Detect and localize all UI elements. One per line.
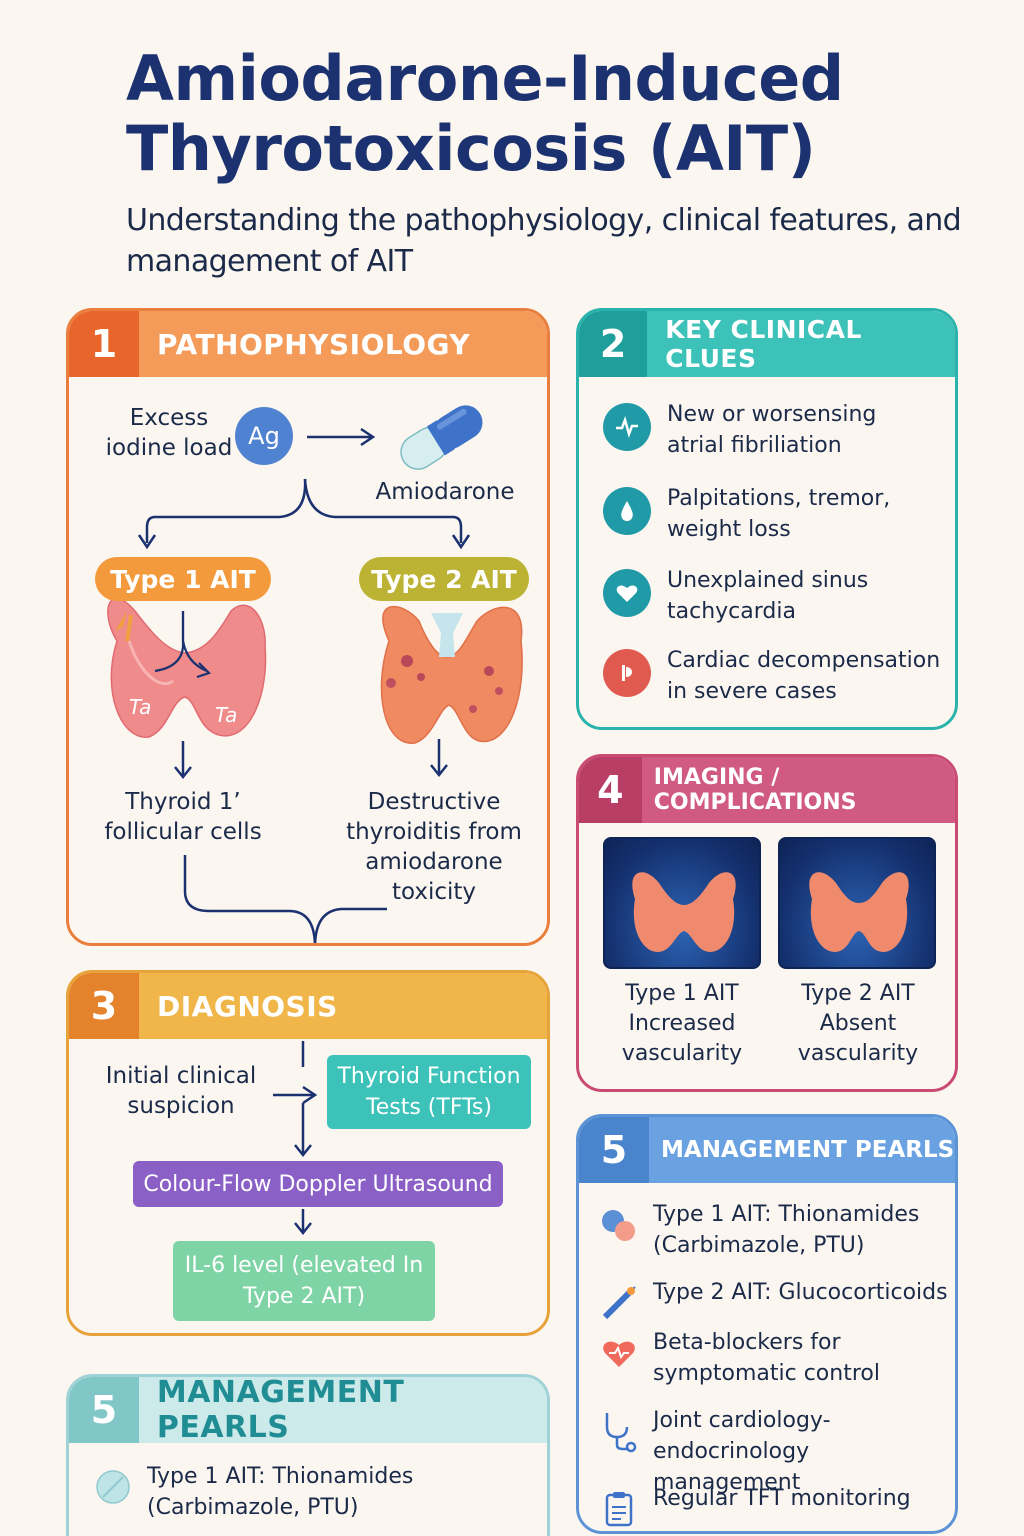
drop-icon: [603, 487, 651, 535]
imaging-desc: Absent vascularity: [797, 1011, 919, 1066]
card-number: 5: [69, 1377, 139, 1443]
card-title: DIAGNOSIS: [157, 989, 338, 1023]
type1-thyroid-gland: [107, 597, 267, 738]
card-title: MANAGEMENT PEARLS: [156, 1375, 405, 1445]
pathophysiology-header: 1 PATHOPHYSIOLOGY: [69, 311, 547, 377]
card-number: 3: [69, 973, 139, 1039]
type2-thyroid-gland: [380, 605, 523, 744]
card-title: PATHOPHYSIOLOGY: [157, 327, 471, 361]
management-text: Type 1 AIT: Thionamides (Carbimazole, PT…: [147, 1464, 414, 1520]
gland-label-right: Ta: [215, 703, 238, 727]
imaging-type: Type 2 AIT: [801, 981, 915, 1006]
syringe-icon: [599, 1283, 639, 1323]
imaging-type: Type 1 AIT: [625, 981, 739, 1006]
tft-box: Thyroid Function Tests (TFTs): [327, 1055, 531, 1129]
management-text: Type 1 AIT: Thionamides (Carbimazole, PT…: [653, 1202, 920, 1258]
management-header: 5 MANAGEMENT PEARLS: [69, 1375, 547, 1445]
page-subtitle: Understanding the pathophysiology, clini…: [126, 203, 962, 279]
clipboard-icon: [599, 1489, 639, 1529]
clue-text: Cardiac decompensation in severe cases: [667, 648, 941, 704]
management-item: Type 2 AIT: Glucocorticoids: [599, 1277, 953, 1323]
page-title: Amiodarone-Induced Thyrotoxicosis (AIT): [126, 42, 844, 185]
clue-item: Palpitations, tremor, weight loss: [603, 483, 937, 545]
type2-ait-pill: Type 2 AIT: [359, 557, 529, 601]
management-header: 5 MANAGEMENT PEARLS: [579, 1117, 955, 1183]
diagnosis-flow-arrows: [273, 1041, 318, 1236]
card-title: KEY CLINICAL CLUES: [665, 315, 862, 373]
management-text: Beta-blockers for symptomatic control: [653, 1330, 880, 1386]
type1-ait-pill: Type 1 AIT: [95, 557, 271, 601]
card-title: MANAGEMENT PEARLS: [661, 1137, 955, 1163]
card-title: IMAGING / COMPLICATIONS: [653, 765, 857, 815]
pathophysiology-diagram: [107, 427, 523, 943]
ultrasound-type2-image: [778, 837, 936, 969]
imaging-desc: Increased vascularity: [621, 1011, 743, 1066]
imaging-card: 4 IMAGING / COMPLICATIONS Type 1 AIT Inc…: [576, 754, 958, 1092]
imaging-type1-label: Type 1 AIT Increased vascularity: [593, 979, 771, 1069]
type1-mechanism: Thyroid 1’ follicular cells: [104, 789, 262, 845]
clue-item: Cardiac decompensation in severe cases: [603, 645, 955, 707]
clue-item: Unexplained sinus tachycardia: [603, 565, 937, 627]
management-pearls-card: 5 MANAGEMENT PEARLS Type 1 AIT: Thionami…: [576, 1114, 958, 1534]
management-text: Type 2 AIT: Glucocorticoids: [653, 1280, 948, 1305]
stethoscope-icon: [599, 1411, 639, 1453]
clue-text: New or worsensing atrial fibriliation: [667, 402, 877, 458]
management-text: Joint cardiology-endocrinology managemen…: [653, 1408, 831, 1495]
warning-icon: [603, 649, 651, 697]
management-item: Type 1 AIT: Thionamides (Carbimazole, PT…: [93, 1461, 547, 1523]
diagnosis-header: 3 DIAGNOSIS: [69, 973, 547, 1039]
management-text: Regular TFT monitoring: [653, 1486, 911, 1511]
card-number: 1: [69, 311, 139, 377]
management-item: Beta-blockers for symptomatic control: [599, 1327, 953, 1389]
heart-icon: [603, 569, 651, 617]
diagnosis-card: 3 DIAGNOSIS Initial clinical suspicion T…: [66, 970, 550, 1336]
il6-box: IL-6 level (elevated In Type 2 AIT): [173, 1241, 435, 1321]
card-number: 4: [579, 757, 642, 823]
clinical-clues-card: 2 KEY CLINICAL CLUES New or worsensing a…: [576, 308, 958, 730]
amiodarone-label: Amiodarone: [375, 479, 515, 505]
card-number: 5: [579, 1117, 649, 1183]
management-item: Regular TFT monitoring: [599, 1483, 953, 1529]
pills-icon: [599, 1205, 639, 1245]
gland-label-left: Ta: [129, 695, 152, 719]
doppler-box: Colour-Flow Doppler Ultrasound: [133, 1161, 503, 1207]
clue-text: Unexplained sinus tachycardia: [667, 568, 869, 624]
ultrasound-type1-image: [603, 837, 761, 969]
iodine-load-label: Excess iodine load: [105, 405, 233, 461]
heart-icon: [599, 1333, 639, 1373]
clue-text: Palpitations, tremor, weight loss: [667, 486, 891, 542]
management-item: Joint cardiology-endocrinology managemen…: [599, 1405, 953, 1498]
clinical-clues-header: 2 KEY CLINICAL CLUES: [579, 311, 955, 377]
heartbeat-icon: [603, 403, 651, 451]
management-item: Type 1 AIT: Thionamides (Carbimazole, PT…: [599, 1199, 953, 1261]
type2-mechanism: Destructive thyroiditis from amiodarone …: [346, 789, 522, 905]
clue-item: New or worsensing atrial fibriliation: [603, 399, 937, 461]
card-number: 2: [579, 311, 648, 377]
clinical-suspicion-label: Initial clinical suspicion: [105, 1063, 257, 1119]
pathophysiology-card: 1 PATHOPHYSIOLOGY: [66, 308, 550, 946]
management-pearls-card-secondary: 5 MANAGEMENT PEARLS Type 1 AIT: Thionami…: [66, 1374, 550, 1536]
iodine-badge: Ag: [235, 407, 293, 465]
imaging-type2-label: Type 2 AIT Absent vascularity: [769, 979, 947, 1069]
pill-icon: [93, 1467, 133, 1507]
imaging-header: 4 IMAGING / COMPLICATIONS: [579, 757, 955, 823]
amiodarone-capsule-icon: [400, 405, 483, 470]
